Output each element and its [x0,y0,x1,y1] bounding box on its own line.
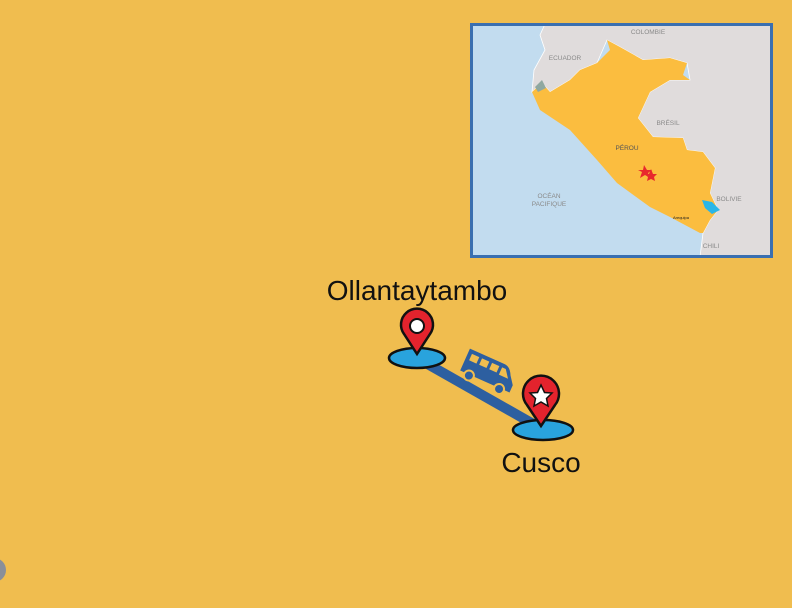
inset-frame [470,23,773,258]
label-ecuador: ECUADOR [549,55,582,62]
van-icon [460,348,513,395]
route-line [421,357,538,430]
label-perou: PÉROU [615,143,638,152]
label-bolivie: BOLIVIE [716,196,742,203]
star-icon [528,383,554,408]
label-ocean: OCÉAN [537,191,560,200]
inset-map: COLOMBIE ECUADOR BRÉSIL PÉROU BOLIVIE CH… [470,23,773,258]
circle-icon [409,318,425,334]
lake-titicaca [702,200,720,214]
origin-label: Ollantaytambo [327,275,508,306]
label-colombie: COLOMBIE [631,29,666,36]
star-marker [645,169,657,181]
destination-pin[interactable] [511,374,575,442]
gulf [535,80,546,92]
label-arequipa: Arequipa [673,215,690,220]
label-pacifique: PACIFIQUE [532,201,567,208]
origin-pin[interactable] [387,307,447,370]
destination-label: Cusco [501,447,580,478]
label-bresil: BRÉSIL [656,118,680,127]
label-chili: CHILI [703,243,720,250]
peru [532,40,718,233]
edge-circle [0,559,6,581]
